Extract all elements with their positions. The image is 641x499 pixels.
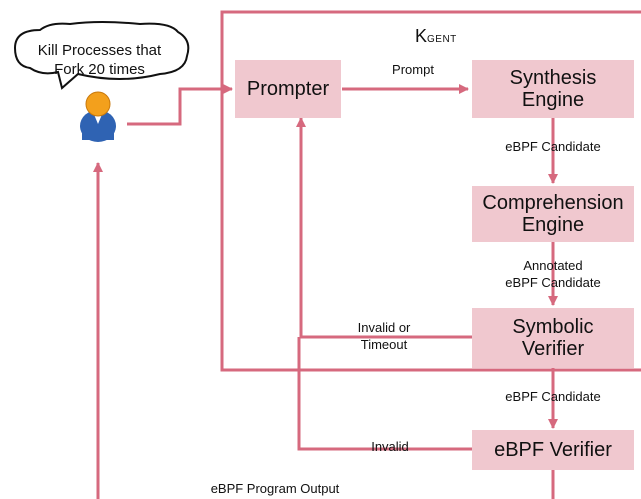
symbolic-verifier-label: Symbolic Verifier — [512, 316, 594, 360]
prompter-label: Prompter — [246, 78, 330, 100]
ebpf-verifier-label: eBPF Verifier — [494, 439, 612, 461]
user-icon — [80, 91, 116, 142]
comprehension-engine-label: Comprehension Engine — [482, 192, 624, 236]
edge-user-to-prompter — [127, 84, 233, 126]
system-name-sub: GENT — [427, 34, 457, 45]
system-name: KGENT — [415, 26, 457, 47]
edge-label-candidate-1: eBPF Candidate — [505, 139, 601, 154]
synthesis-engine-node: Synthesis Engine — [472, 60, 634, 118]
synthesis-engine-label: Synthesis Engine — [509, 67, 597, 111]
symbolic-verifier-node: Symbolic Verifier — [472, 308, 634, 368]
ebpf-verifier-node: eBPF Verifier — [472, 430, 634, 470]
edge-label-candidate-2: eBPF Candidate — [505, 389, 601, 404]
speech-bubble-text: Kill Processes that Fork 20 times — [37, 42, 162, 78]
system-name-main: K — [415, 26, 428, 46]
speech-bubble — [13, 21, 190, 90]
edge-label-invalid: Invalid — [371, 439, 409, 454]
comprehension-engine-node: Comprehension Engine — [472, 186, 634, 242]
prompter-node: Prompter — [235, 60, 341, 118]
edge-invalid-timeout — [296, 117, 472, 339]
edge-label-annotated: Annotated eBPF Candidate — [505, 258, 601, 290]
edge-label-invalid-timeout: Invalid or Timeout — [357, 320, 411, 352]
edge-label-program-output: eBPF Program Output — [210, 481, 340, 496]
kgent-frame — [220, 10, 641, 372]
edge-label-prompt: Prompt — [392, 62, 434, 77]
edge-invalid — [297, 337, 472, 451]
